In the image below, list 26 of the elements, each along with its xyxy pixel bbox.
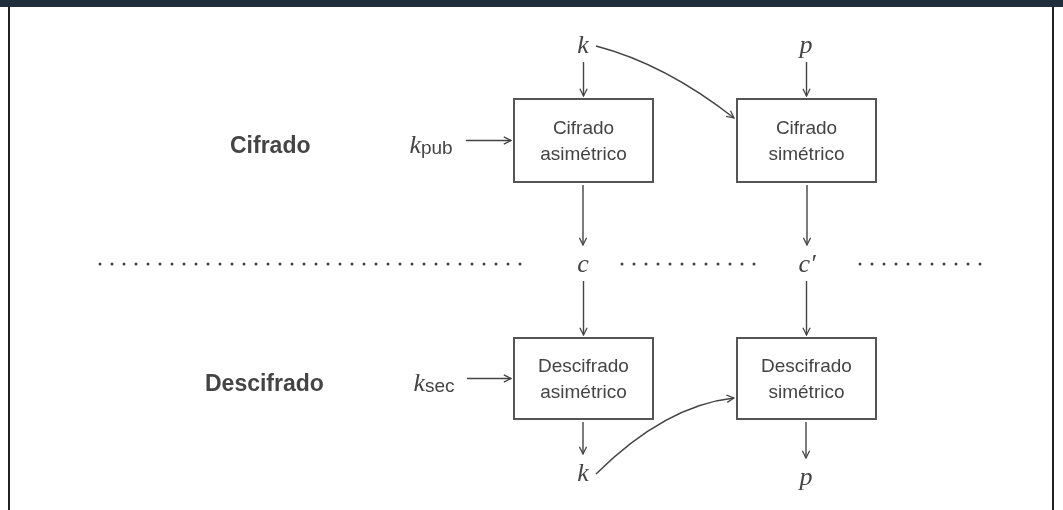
process-box: Descifrado simétrico bbox=[736, 337, 877, 420]
variable: c bbox=[570, 247, 596, 279]
arrow bbox=[802, 61, 811, 97]
variable: c′ bbox=[793, 247, 821, 279]
arrow bbox=[579, 280, 588, 336]
process-box: Descifrado asimétrico bbox=[513, 337, 654, 420]
arrow bbox=[595, 394, 735, 475]
key-variable: k$_{sec}$ bbox=[403, 362, 465, 402]
key-variable: k$_{pub}$ bbox=[398, 124, 464, 164]
variable: k bbox=[570, 28, 596, 60]
arrow bbox=[579, 61, 588, 97]
variable: k bbox=[570, 456, 596, 488]
arrow bbox=[595, 45, 735, 119]
arrow bbox=[801, 421, 811, 459]
arrow bbox=[465, 136, 512, 145]
variable: p bbox=[793, 28, 819, 60]
process-box: Cifrado asimétrico bbox=[513, 98, 654, 183]
section-label: Descifrado bbox=[205, 369, 324, 398]
arrow bbox=[578, 421, 588, 455]
process-box: Cifrado simétrico bbox=[736, 98, 877, 183]
arrow bbox=[802, 184, 812, 246]
variable: p bbox=[793, 460, 819, 492]
arrow bbox=[466, 374, 512, 383]
arrow bbox=[578, 184, 588, 246]
section-label: Cifrado bbox=[230, 131, 311, 160]
arrow bbox=[802, 280, 811, 336]
